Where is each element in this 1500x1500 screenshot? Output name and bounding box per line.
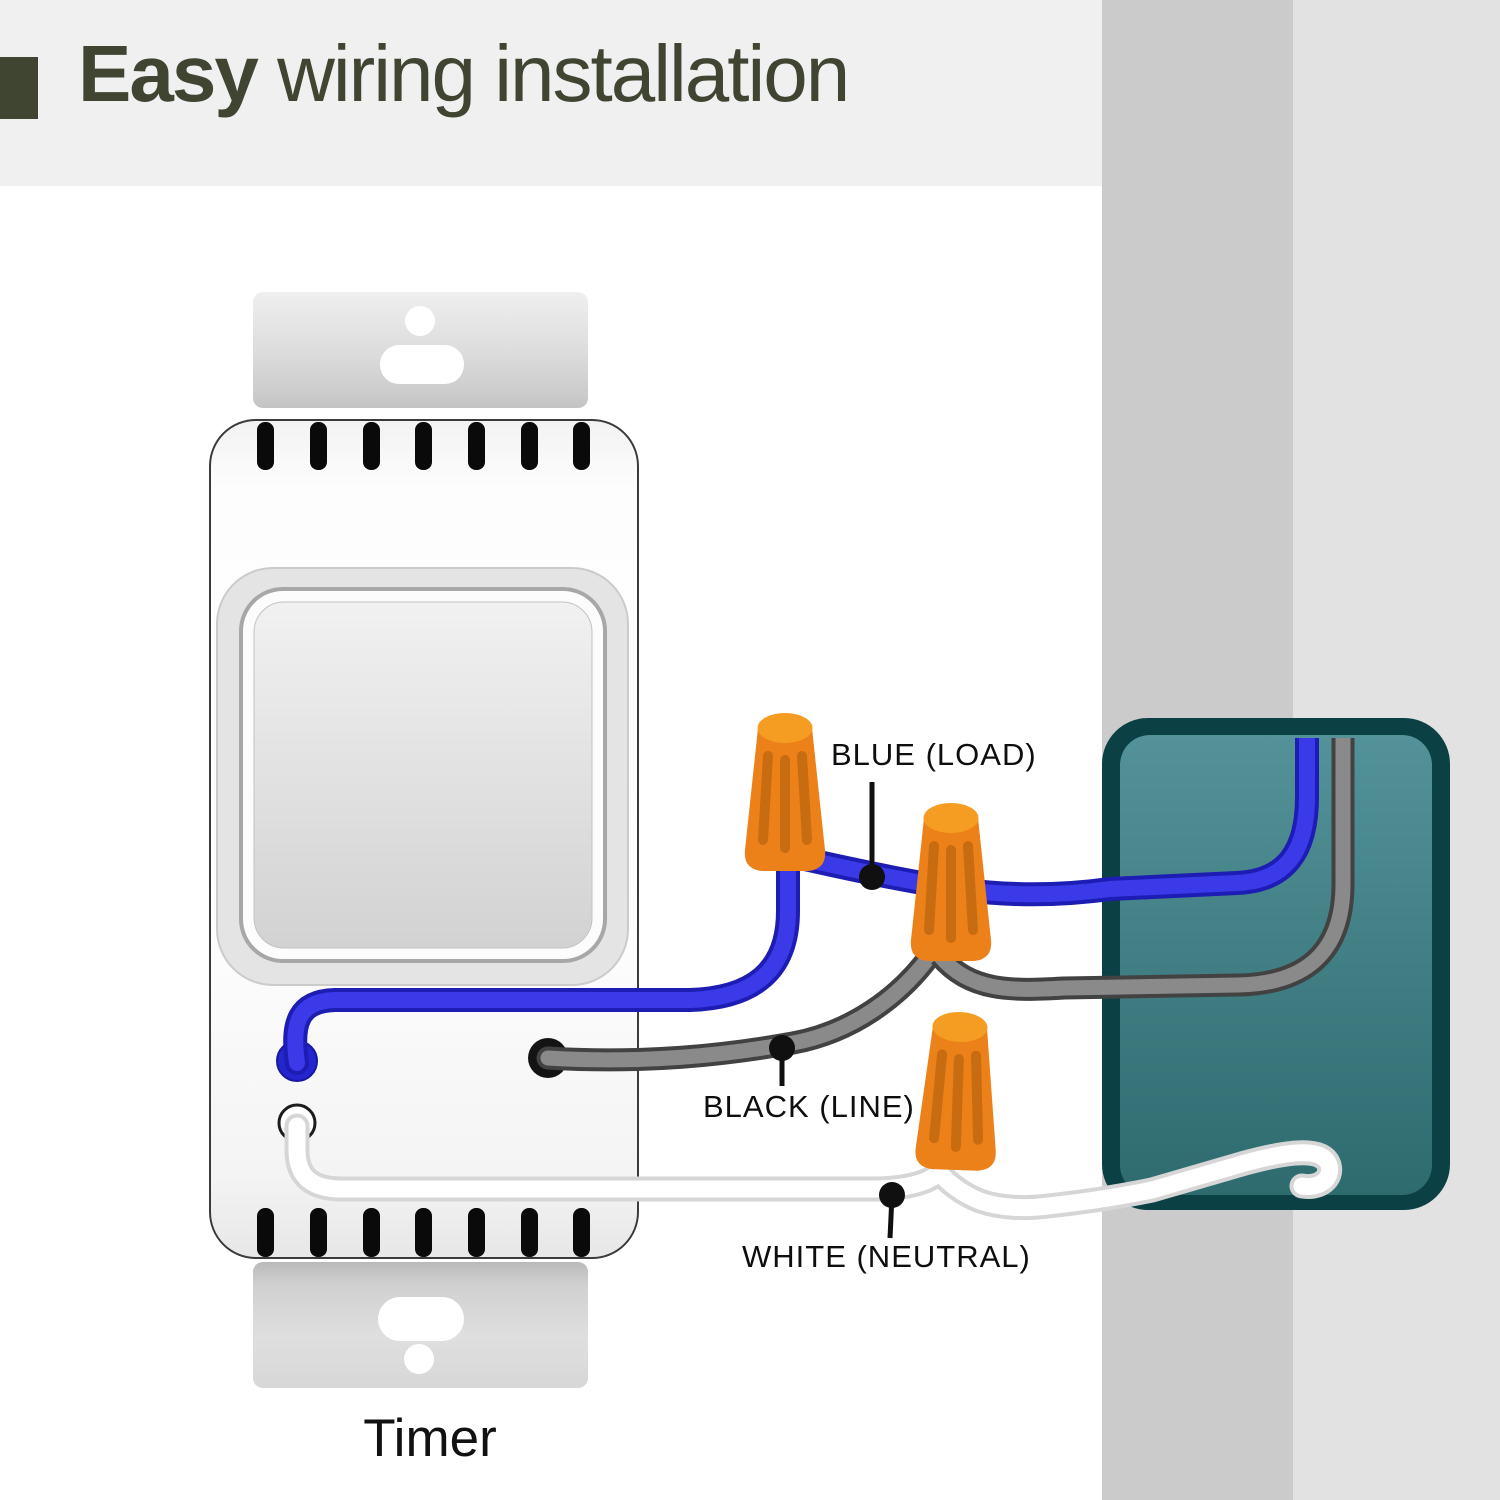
white-neutral-wire <box>284 1113 1343 1221</box>
timer-top-strap <box>253 292 588 408</box>
page-title-rest: wiring installation <box>256 29 850 118</box>
page-title: Easy wiring installation <box>78 29 850 118</box>
wire-nut-1 <box>745 713 825 871</box>
timer-button[interactable] <box>216 567 629 986</box>
timer-label: Timer <box>363 1409 497 1468</box>
junction-box-interior <box>1120 735 1432 1195</box>
leader-dot-white <box>879 1182 905 1208</box>
title-bullet-square <box>0 57 38 119</box>
strap-slot <box>378 1297 464 1341</box>
label-white-neutral: WHITE (NEUTRAL) <box>742 1239 1031 1274</box>
junction-box <box>1102 718 1450 1210</box>
label-leaders <box>769 782 905 1239</box>
strap-screw-hole <box>405 306 435 336</box>
leader-dot-black <box>769 1035 795 1061</box>
vent-slots-top <box>257 422 590 470</box>
header-strip <box>0 0 1102 186</box>
timer-switch <box>209 292 639 1388</box>
timer-bottom-strap <box>253 1262 588 1388</box>
wire-nut-3 <box>915 1011 1001 1172</box>
vent-slots-bottom <box>257 1208 590 1257</box>
label-black-line: BLACK (LINE) <box>703 1089 915 1124</box>
strap-slot <box>380 345 464 384</box>
wire-nut-2 <box>911 803 991 961</box>
label-blue-load: BLUE (LOAD) <box>831 737 1037 772</box>
page-title-bold: Easy <box>78 29 259 118</box>
strap-screw-hole <box>404 1344 434 1374</box>
leader-dot-blue <box>859 864 885 890</box>
